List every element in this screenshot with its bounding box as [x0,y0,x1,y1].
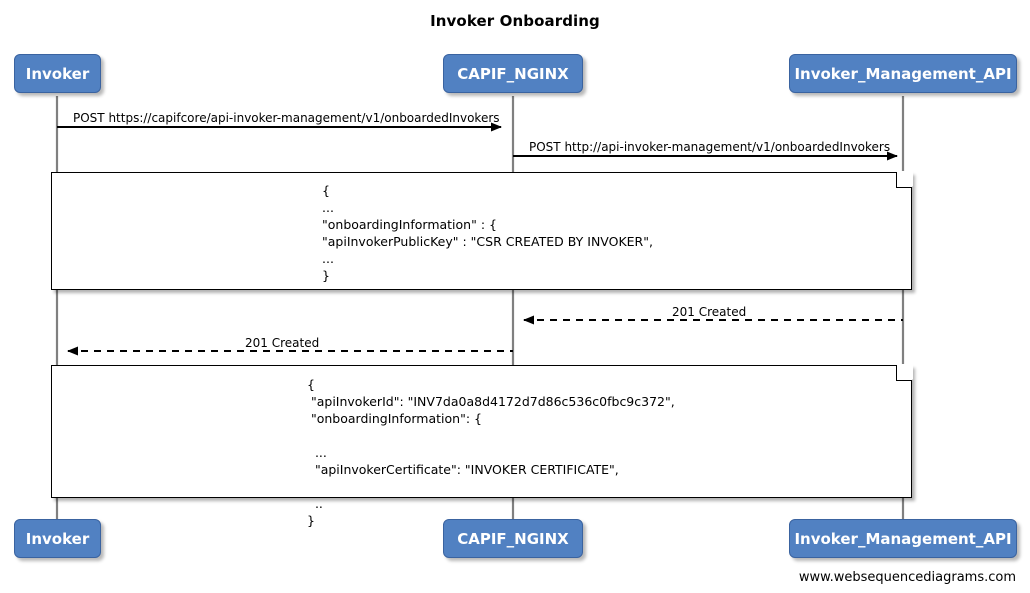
participant-top-invoker-management-api[interactable]: Invoker_Management_API [789,54,1017,93]
participant-bottom-invoker-management-api[interactable]: Invoker_Management_API [789,519,1017,558]
participant-label: CAPIF_NGINX [457,529,569,548]
participant-top-capif-nginx[interactable]: CAPIF_NGINX [443,54,583,93]
participant-label: Invoker_Management_API [794,529,1012,548]
message-label-3: 201 Created [672,305,747,319]
message-label-1: POST https://capifcore/api-invoker-manag… [73,111,500,125]
participant-top-invoker[interactable]: Invoker [14,54,101,93]
footer-watermark: www.websequencediagrams.com [798,570,1016,585]
participant-label: Invoker_Management_API [794,64,1012,83]
participant-label: CAPIF_NGINX [457,64,569,83]
page-title: Invoker Onboarding [430,12,600,30]
message-label-4: 201 Created [245,336,320,350]
note-response-payload: { "apiInvokerId": "INV7da0a8d4172d7d86c5… [51,364,913,528]
note-request-payload-text: { ... "onboardingInformation" : { "apiIn… [322,183,653,283]
note-request-payload: { ... "onboardingInformation" : { "apiIn… [51,171,913,290]
participant-label: Invoker [25,529,90,548]
participant-bottom-capif-nginx[interactable]: CAPIF_NGINX [443,519,583,558]
note-fold-icon [896,172,912,188]
note-response-payload-text: { "apiInvokerId": "INV7da0a8d4172d7d86c5… [307,377,675,528]
participant-label: Invoker [25,64,90,83]
message-label-2: POST http://api-invoker-management/v1/on… [529,140,891,154]
message-arrows [57,122,903,356]
participant-bottom-invoker[interactable]: Invoker [14,519,101,558]
note-fold-icon [896,365,912,381]
